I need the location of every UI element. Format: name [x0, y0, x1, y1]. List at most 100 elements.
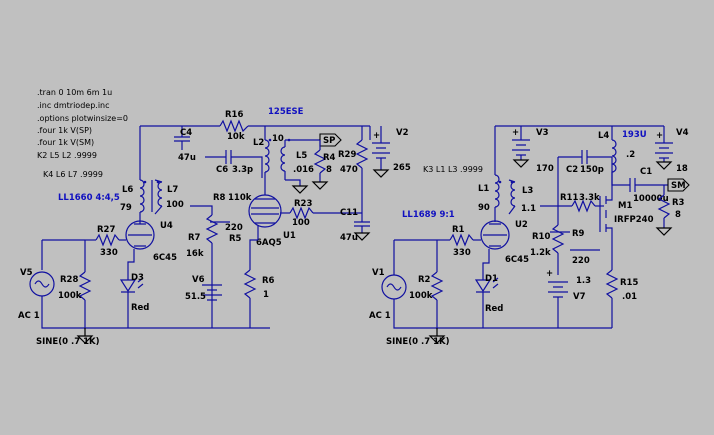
- label-r16: R16: [225, 110, 243, 120]
- value-l3: 1.1: [521, 204, 536, 214]
- directive-k3: K3 L1 L3 .9999: [423, 165, 483, 174]
- value-r29: 470: [340, 165, 358, 175]
- label-v7: 1.3: [576, 276, 591, 286]
- value-r15: .01: [622, 292, 637, 302]
- value-r3: 8: [675, 210, 681, 220]
- label-c11: C11: [340, 208, 358, 218]
- label-c1: C1: [640, 167, 652, 177]
- plus-v7: +: [546, 269, 553, 279]
- label-v5: V5: [20, 268, 33, 278]
- value-r2: 100k: [409, 291, 433, 301]
- label-v1: V1: [372, 268, 385, 278]
- output-trafo-label: 125ESE: [268, 107, 304, 117]
- label-l7: L7: [167, 185, 178, 195]
- label-l1: L1: [478, 184, 489, 194]
- value-r1: 330: [453, 248, 471, 258]
- label-u4: U4: [160, 221, 173, 231]
- label-d1: D1: [485, 274, 498, 284]
- label-l6: L6: [122, 185, 133, 195]
- plus-v3: +: [512, 128, 519, 138]
- sine-v1: SINE(0 .7 1K): [386, 337, 450, 347]
- label-r1: R1: [452, 225, 465, 235]
- label-c6: C6: [216, 165, 228, 175]
- choke-label: 193U: [622, 130, 647, 140]
- label-r7: R7: [188, 233, 201, 243]
- label-r10: R10: [532, 232, 550, 242]
- value-c1: 10000u: [633, 194, 669, 204]
- value-v6: 51.5: [185, 292, 206, 302]
- label-r15: R15: [620, 278, 638, 288]
- label-r2: R2: [418, 275, 431, 285]
- ac-v1: AC 1: [369, 311, 391, 321]
- right-transformer-label: LL1689 9:1: [402, 210, 455, 220]
- label-m1: M1: [618, 201, 632, 211]
- label-r4: R4: [323, 153, 336, 163]
- value-v4: 18: [676, 164, 688, 174]
- value-u2: 6C45: [505, 255, 529, 265]
- value-u1: 6AQ5: [256, 238, 282, 248]
- value-l4: .2: [626, 150, 635, 160]
- value-v3: 170: [536, 164, 554, 174]
- value-r16: 10k: [227, 132, 245, 142]
- label-l4: L4: [598, 131, 609, 141]
- value-d3: Red: [131, 303, 149, 313]
- value-v2: 265: [393, 163, 411, 173]
- directive-inc: .inc dmtriodep.inc: [37, 101, 110, 110]
- value-l7: 100: [166, 200, 184, 210]
- value-l6: 79: [120, 203, 132, 213]
- value-r9: 220: [572, 256, 590, 266]
- label-u1: U1: [283, 231, 296, 241]
- label-r27: R27: [97, 225, 115, 235]
- value-m1: IRFP240: [614, 215, 654, 225]
- label-v2: V2: [396, 128, 409, 138]
- value-v7: V7: [573, 292, 586, 302]
- label-r28: R28: [60, 275, 78, 285]
- value-l2: 10: [272, 134, 284, 144]
- label-d3: D3: [131, 273, 144, 283]
- value-r4: 8: [326, 165, 332, 175]
- value-r10: 1.2k: [530, 248, 551, 258]
- label-c4: C4: [180, 128, 192, 138]
- label-r23: R23: [294, 199, 312, 209]
- label-l3: L3: [522, 186, 533, 196]
- net-label-sm: SM: [671, 181, 686, 191]
- value-r27: 330: [100, 248, 118, 258]
- label-r11: R11: [560, 193, 578, 203]
- value-l5: .016: [293, 165, 314, 175]
- value-r11: 3.3k: [579, 193, 600, 203]
- directive-four-sp: .four 1k V(SP): [37, 126, 92, 135]
- label-r5-val: 220: [225, 223, 243, 233]
- value-u4: 6C45: [153, 253, 177, 263]
- directive-options: .options plotwinsize=0: [37, 114, 128, 123]
- label-v6: V6: [192, 275, 205, 285]
- label-v3: V3: [536, 128, 549, 138]
- value-d1: Red: [485, 304, 503, 314]
- value-c4: 47u: [178, 153, 196, 163]
- label-r29: R29: [338, 150, 356, 160]
- label-v4: V4: [676, 128, 689, 138]
- spice-directives: .tran 0 10m 6m 1u .inc dmtriodep.inc .op…: [37, 88, 483, 179]
- value-r8: 110k: [228, 193, 252, 203]
- label-l2: L2: [253, 138, 264, 148]
- triode-u4: [125, 220, 155, 250]
- left-transformer-label: LL1660 4:4,5: [58, 193, 120, 203]
- label-c2: C2: [566, 165, 578, 175]
- label-r3: R3: [672, 198, 685, 208]
- label-r6: R6: [262, 276, 275, 286]
- value-c6: 3.3p: [232, 165, 253, 175]
- triode-u2: [480, 220, 510, 250]
- net-label-sp: SP: [323, 136, 335, 146]
- label-r9: R9: [572, 229, 585, 239]
- label-u2: U2: [515, 220, 528, 230]
- value-c11: 47u: [340, 233, 358, 243]
- label-r8: R8: [213, 193, 226, 203]
- sine-v5: SINE(0 .7 1K): [36, 337, 100, 347]
- value-r7: 16k: [186, 249, 204, 259]
- ac-v5: AC 1: [18, 311, 40, 321]
- label-r5: R5: [229, 234, 242, 244]
- directive-tran: .tran 0 10m 6m 1u: [37, 88, 112, 97]
- value-c2: 150p: [580, 165, 604, 175]
- right-circuit: + V3 170 L1 90 L3 1.1 LL1689 9:1 U2 6C45…: [369, 125, 690, 347]
- directive-k4: K4 L6 L7 .9999: [43, 170, 103, 179]
